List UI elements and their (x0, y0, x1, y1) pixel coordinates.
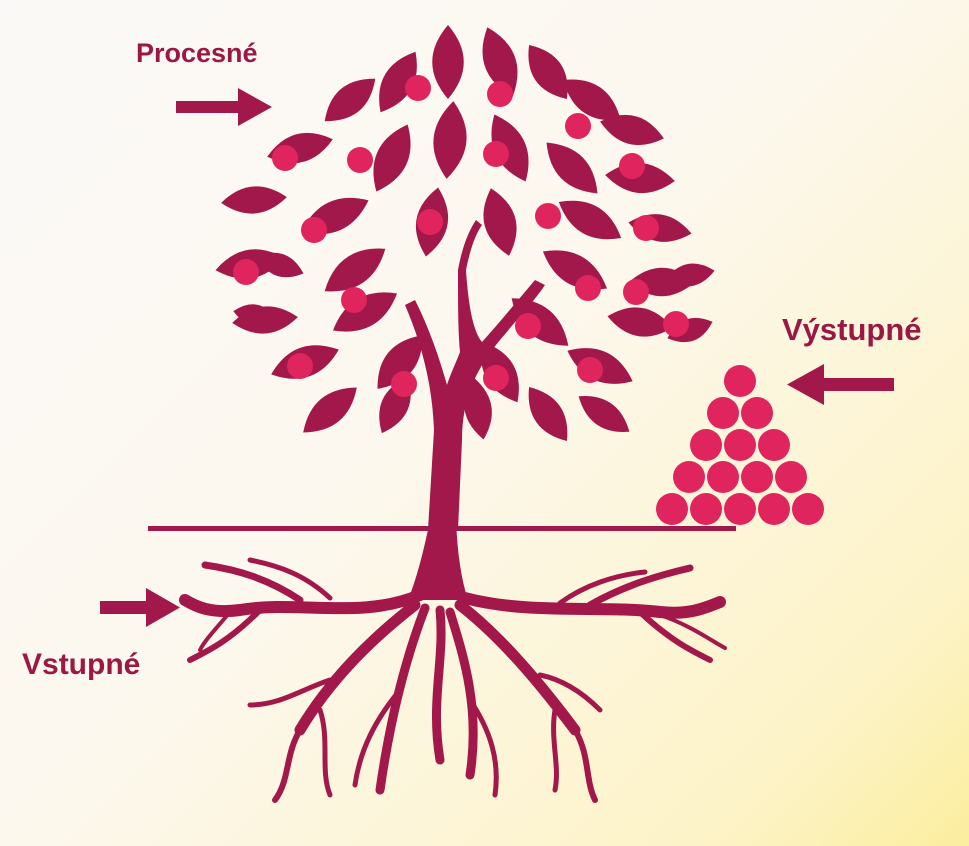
fruit (487, 81, 513, 107)
fruit (417, 209, 443, 235)
pyramid-fruit (707, 397, 739, 429)
fruit (623, 279, 649, 305)
fruit (483, 365, 509, 391)
pyramid-fruit (758, 493, 790, 525)
pyramid-fruit (724, 429, 756, 461)
fruit (577, 357, 603, 383)
pyramid-fruit (690, 429, 722, 461)
fruit (301, 217, 327, 243)
fruit (565, 113, 591, 139)
fruit (405, 75, 431, 101)
leaf (571, 386, 636, 442)
fruit (633, 215, 659, 241)
fruit (287, 353, 313, 379)
arrow-input (100, 588, 180, 627)
fruit (341, 287, 367, 313)
leaf (430, 100, 470, 181)
fruit (272, 145, 298, 171)
fruit (575, 275, 601, 301)
fruit (483, 141, 509, 167)
leaf (517, 379, 578, 449)
leaf (476, 184, 525, 260)
fruit (535, 203, 561, 229)
leaf (316, 68, 385, 132)
leaf (432, 25, 464, 99)
arrow-process (176, 88, 272, 126)
fruit (515, 313, 541, 339)
leaf (551, 189, 628, 251)
pyramid-fruit (758, 429, 790, 461)
leaf (535, 239, 614, 302)
leaf (517, 36, 579, 107)
fruit (663, 311, 689, 337)
pyramid-fruit (690, 493, 722, 525)
arrow-output (787, 364, 894, 405)
trunk (405, 220, 545, 530)
fruit (391, 371, 417, 397)
roots (185, 520, 725, 800)
leaf (536, 132, 608, 204)
pyramid-fruit (707, 461, 739, 493)
fruit (347, 147, 373, 173)
fruit (619, 153, 645, 179)
pyramid-fruit (741, 461, 773, 493)
leaf (294, 377, 366, 444)
leaf (220, 184, 288, 217)
pyramid-fruit (656, 493, 688, 525)
pyramid-fruit (775, 461, 807, 493)
pyramid-fruit (673, 461, 705, 493)
pyramid-fruit (724, 493, 756, 525)
pyramid-fruit (724, 365, 756, 397)
pyramid-fruit (792, 493, 824, 525)
pyramid-fruit (741, 397, 773, 429)
fruit (233, 259, 259, 285)
